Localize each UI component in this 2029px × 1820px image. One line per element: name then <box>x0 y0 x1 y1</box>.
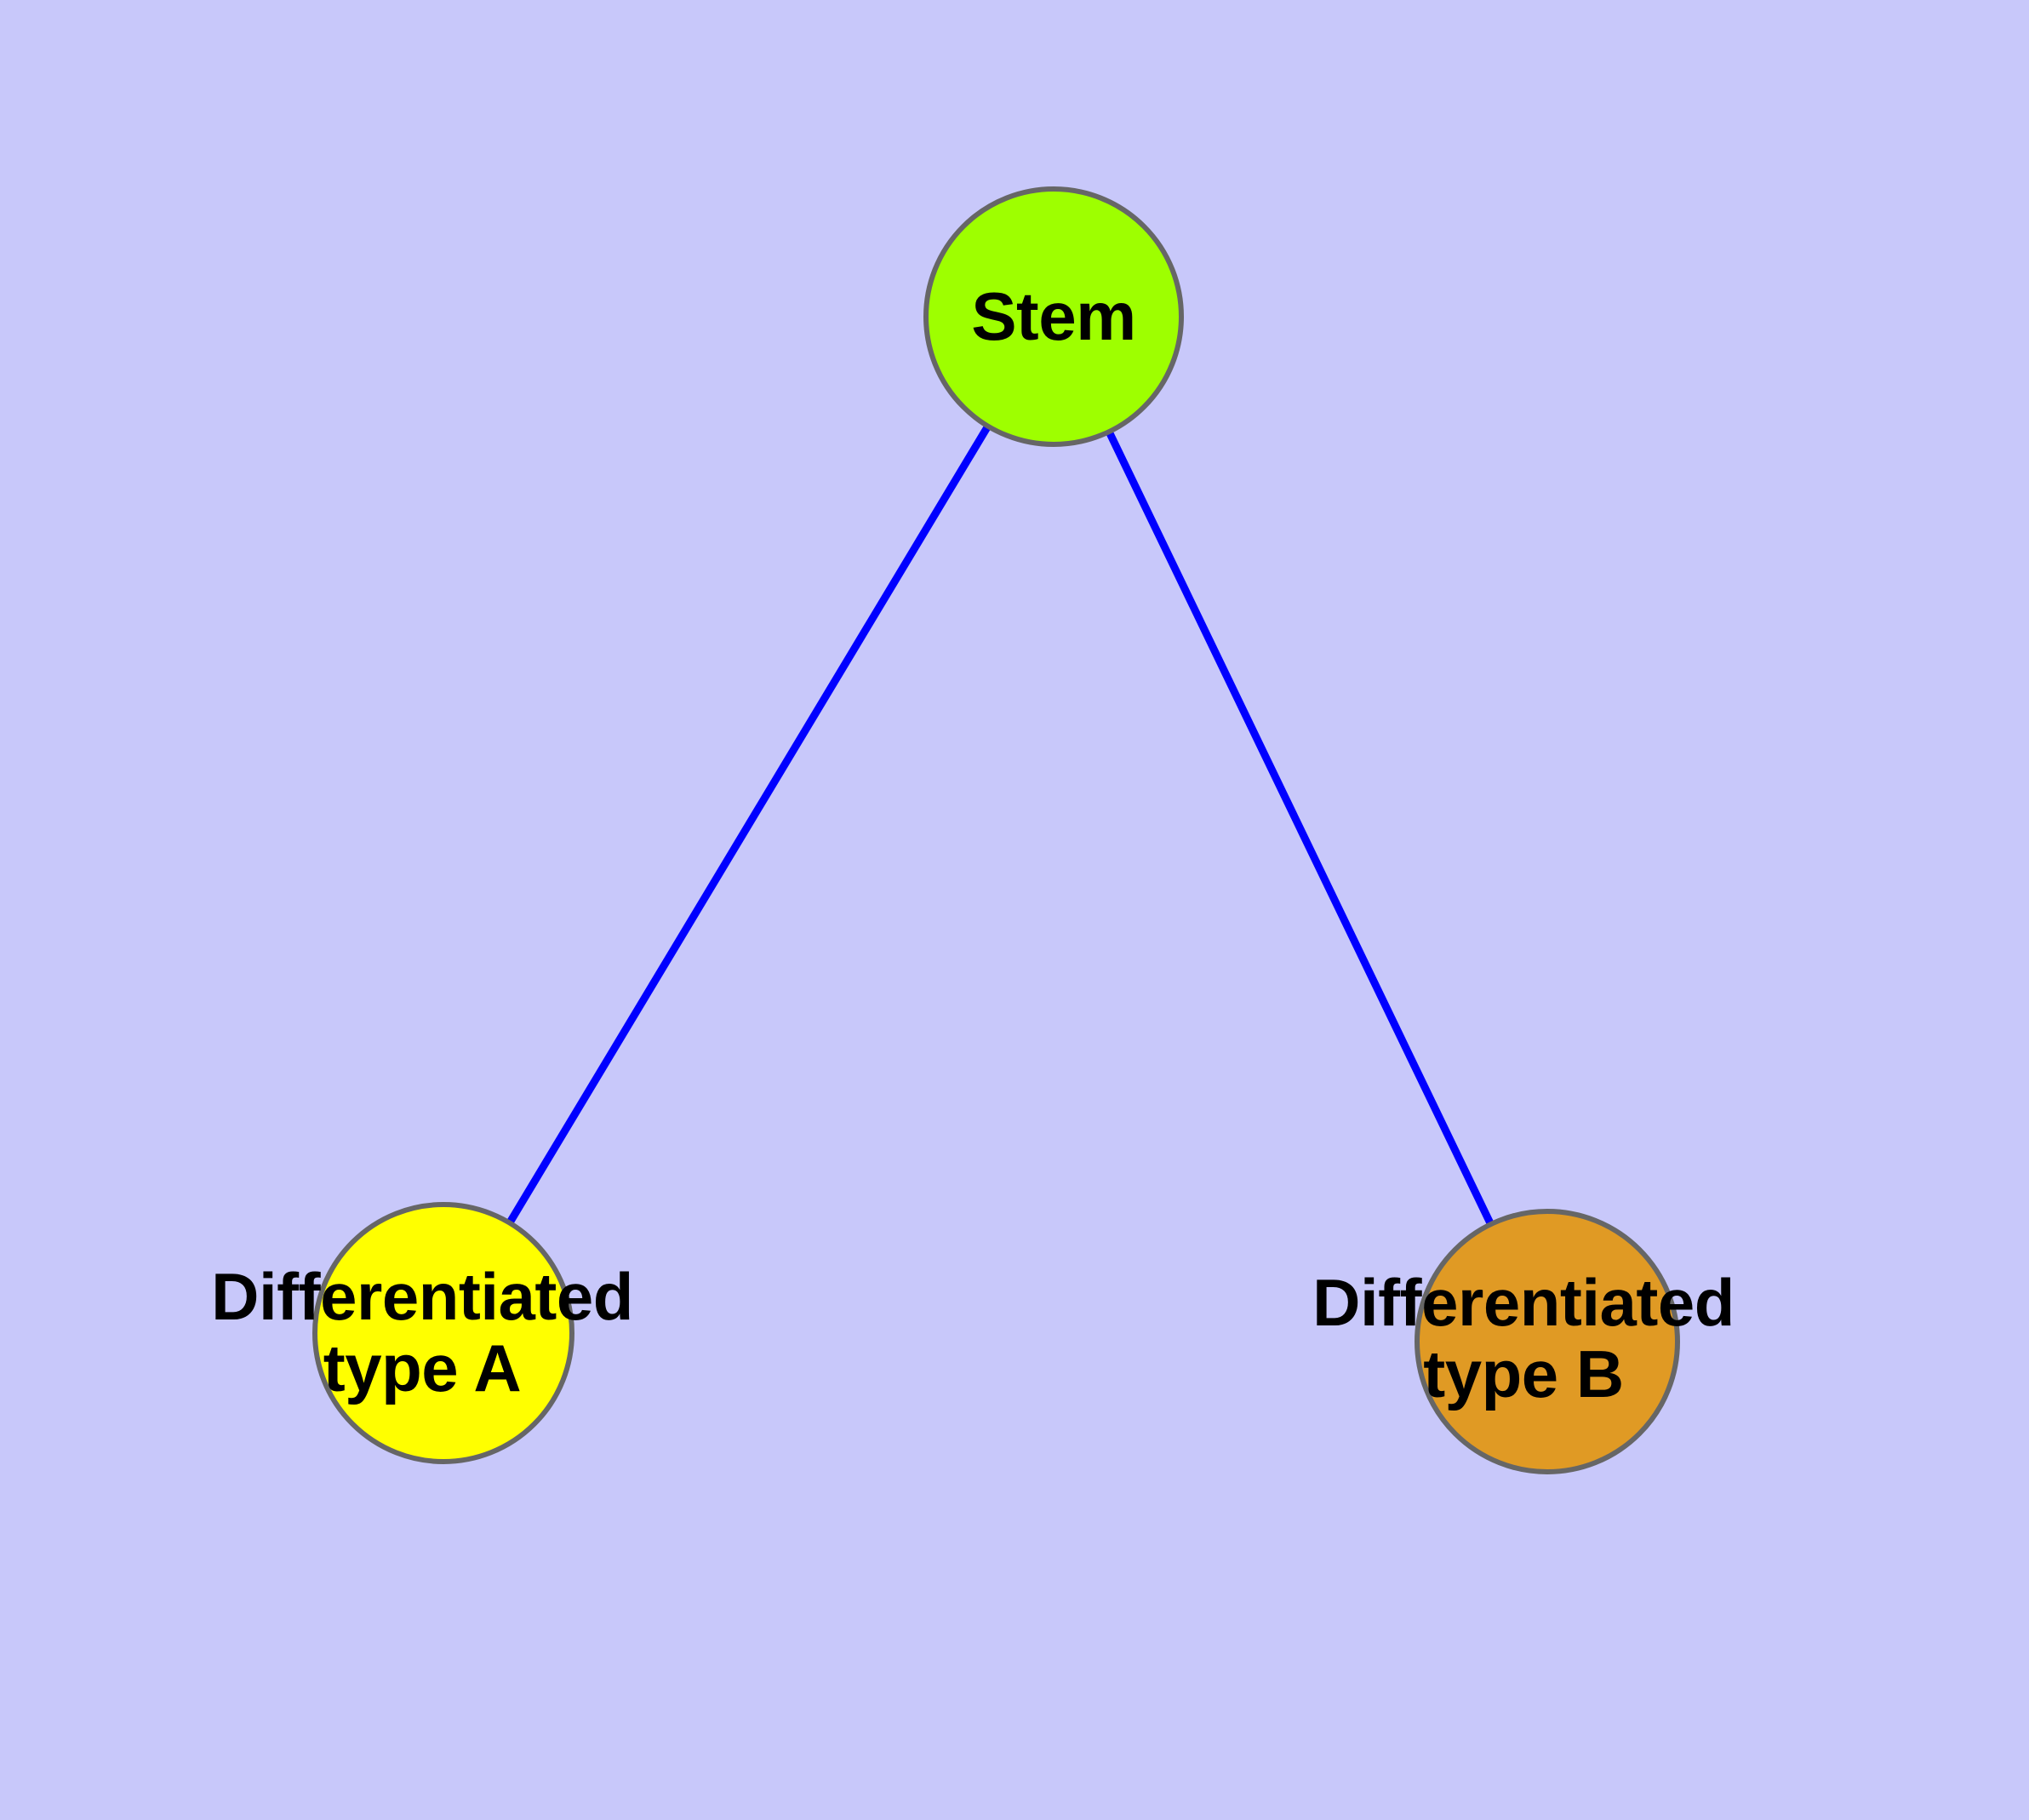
edge-stem-to-diff-b <box>1105 428 1495 1228</box>
nodes-layer <box>312 186 1680 1474</box>
node-circle-diff-a[interactable] <box>312 1202 574 1464</box>
edges-layer <box>505 422 1495 1228</box>
node-circle-stem[interactable] <box>923 186 1184 447</box>
node-circle-diff-b[interactable] <box>1415 1209 1680 1474</box>
edge-stem-to-diff-a <box>505 422 992 1227</box>
